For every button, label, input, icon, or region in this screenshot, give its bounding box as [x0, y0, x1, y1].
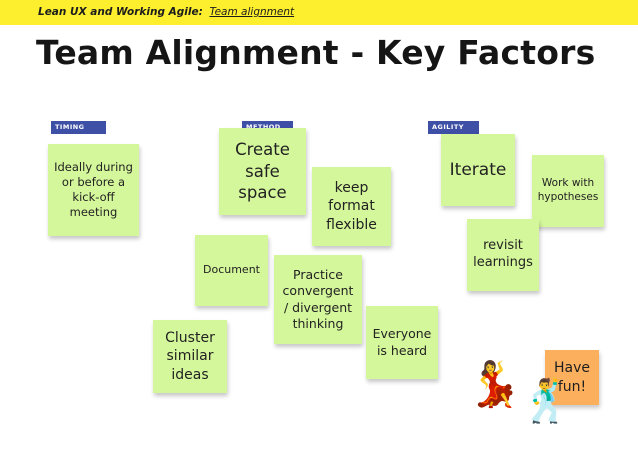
page-title: Team Alignment - Key Factors: [36, 33, 596, 72]
tag-agility: AGILITY: [428, 121, 479, 134]
sticky-note-iterate[interactable]: Iterate: [441, 134, 515, 206]
dancing-woman-icon: 💃: [467, 359, 522, 410]
sticky-note-document[interactable]: Document: [195, 235, 268, 306]
sticky-note-everyone-heard[interactable]: Everyone is heard: [366, 306, 438, 379]
sticky-note-keep-format-flexible[interactable]: keep format flexible: [312, 167, 391, 246]
sticky-note-timing-kickoff[interactable]: Ideally during or before a kick-off meet…: [48, 144, 139, 236]
sticky-note-cluster-ideas[interactable]: Cluster similar ideas: [153, 320, 227, 393]
sticky-note-revisit-learnings[interactable]: revisit learnings: [467, 219, 539, 291]
tag-timing: TIMING: [51, 121, 106, 134]
breadcrumb-section: Lean UX and Working Agile:: [38, 6, 203, 18]
sticky-note-practice-thinking[interactable]: Practice convergent / divergent thinking: [274, 255, 362, 344]
sticky-note-work-hypotheses[interactable]: Work with hypotheses: [532, 155, 604, 227]
top-bar: Lean UX and Working Agile: Team alignmen…: [0, 0, 638, 25]
sticky-note-create-safe-space[interactable]: Create safe space: [219, 128, 306, 215]
breadcrumb-link[interactable]: Team alignment: [209, 6, 295, 18]
dancing-man-icon: 🕺: [520, 376, 573, 425]
sticky-note-have-fun[interactable]: Have fun!: [545, 350, 599, 405]
breadcrumb: Lean UX and Working Agile: Team alignmen…: [38, 6, 294, 18]
